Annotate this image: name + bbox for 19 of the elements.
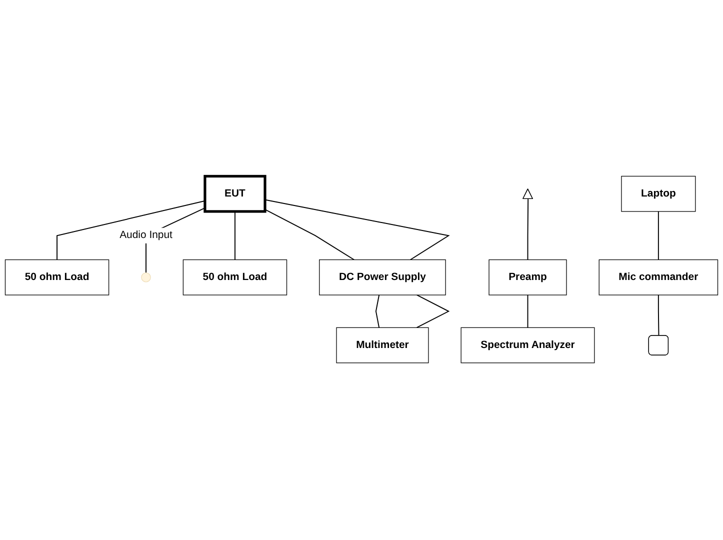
node-box: EUT (204, 175, 266, 214)
connector (658, 294, 660, 337)
node-box: Spectrum Analyzer (460, 328, 595, 364)
node-box: 50 ohm Load (182, 260, 288, 296)
connector (234, 211, 236, 261)
connector (527, 199, 529, 261)
connector (658, 211, 659, 261)
connector (527, 294, 528, 329)
connector (375, 294, 380, 329)
node-box: Mic commander (598, 260, 718, 296)
connector (264, 200, 450, 261)
node-box: 50 ohm Load (4, 260, 110, 296)
node-box: Laptop (621, 176, 696, 212)
node-box: Preamp (488, 260, 567, 296)
edge-label: Audio Input (120, 230, 172, 242)
node-box: DC Power Supply (319, 260, 446, 296)
node-box: Multimeter (336, 328, 429, 364)
connector (264, 209, 355, 261)
connector (56, 200, 206, 261)
